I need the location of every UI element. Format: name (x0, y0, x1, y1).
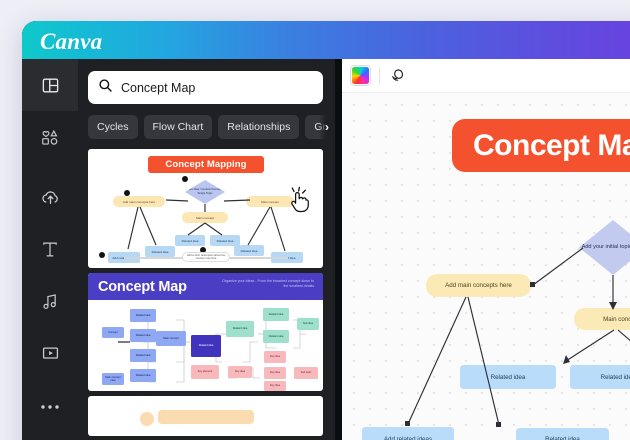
filter-chip-row: Cycles Flow Chart Relationships Graphs T… (88, 115, 335, 139)
template-card-third[interactable] (88, 396, 323, 436)
left-icon-rail (22, 59, 78, 440)
thumb-a-node: Related idea (234, 245, 264, 256)
thumb-a-footer: Add a short description about the concep… (182, 252, 230, 262)
chip-relationships[interactable]: Relationships (218, 115, 300, 139)
canvas-node-main-concept[interactable]: Main concept (574, 308, 630, 330)
template-card-concept-mapping[interactable]: Concept Mapping Main Idea / Central Conc… (88, 149, 323, 268)
canvas-node-add-related-ideas[interactable]: Add related ideas (362, 427, 454, 440)
rail-item-videos[interactable] (22, 327, 78, 379)
thumb-a-bullet (182, 176, 188, 182)
thumb-b-node: Related idea (263, 330, 289, 343)
rail-item-audio[interactable] (22, 275, 78, 327)
canvas-node-related-idea-3[interactable]: Related idea (570, 365, 630, 389)
shapes-elements-icon (40, 128, 60, 147)
search-input[interactable]: Concept Map (88, 71, 323, 104)
search-icon (98, 78, 113, 98)
thumb-b-node: Key idea (228, 366, 252, 378)
canva-logo[interactable]: Canva (40, 29, 103, 54)
thumb-a-edges (127, 199, 286, 252)
thumb-b-node: Key idea (264, 351, 286, 363)
thumb-b-node: Related idea (263, 308, 289, 321)
thumb-a-bullet (124, 190, 130, 196)
thumb-b-node: Related idea (226, 321, 254, 337)
thumb-a-node: Related idea (175, 235, 205, 246)
cloud-upload-icon (40, 188, 61, 207)
pointing-hand-click-cursor (286, 186, 312, 216)
chevron-right-icon[interactable]: › (319, 115, 335, 139)
canvas-edges (405, 247, 630, 427)
thumb-b-title: Concept Map (98, 278, 187, 295)
canva-app-window: Canva (22, 21, 630, 440)
thumb-b-node: Related idea (191, 335, 221, 357)
thumb-b-node: Main concept idea (102, 373, 124, 385)
template-results-list: Concept Mapping Main Idea / Central Conc… (88, 149, 323, 436)
text-t-icon (41, 240, 59, 259)
thumb-c-shape-circle (140, 412, 154, 426)
thumb-a-node: Main concept (182, 212, 228, 223)
thumb-a-title: Concept Mapping (148, 156, 264, 173)
thumb-b-node: Related idea (130, 329, 156, 342)
thumb-b-node: Sub topic (294, 367, 318, 379)
thumb-a-node: Related idea (145, 246, 175, 257)
thumb-b-node: Related idea (130, 369, 156, 382)
templates-panel: Concept Map Cycles Flow Chart Relationsh… (78, 59, 338, 440)
brand-bar: Canva (22, 21, 630, 59)
rail-item-uploads[interactable] (22, 171, 78, 223)
thumb-b-node: Concept (102, 327, 124, 338)
ellipsis-more-icon (40, 403, 60, 411)
canvas-node-related-idea-1[interactable]: Related idea (516, 428, 609, 440)
thumb-a-node: Related idea (210, 235, 240, 246)
chip-flow-chart[interactable]: Flow Chart (143, 115, 213, 139)
rainbow-color-swatch-icon[interactable] (351, 66, 370, 85)
chip-cycles[interactable]: Cycles (88, 115, 138, 139)
rail-item-design[interactable] (22, 59, 78, 111)
transparency-icon[interactable] (389, 67, 406, 84)
thumb-b-node: Key idea (264, 367, 286, 379)
thumb-b-node: Key element (191, 365, 219, 379)
canvas-area: Concept Map Add your initial topic here … (342, 59, 630, 440)
search-value: Concept Map (121, 80, 196, 95)
thumb-b-header: Concept Map (88, 273, 323, 300)
thumb-c-shape (158, 410, 254, 424)
rail-item-text[interactable] (22, 223, 78, 275)
thumb-a-bullet (200, 247, 206, 253)
panel-canvas-divider[interactable] (335, 59, 342, 440)
thumb-b-node: Related idea (130, 309, 156, 322)
canvas-surface[interactable]: Concept Map Add your initial topic here … (342, 93, 630, 440)
thumb-a-node: Add main concepts here (113, 196, 165, 207)
video-play-icon (41, 344, 60, 362)
canvas-toolbar (342, 59, 630, 93)
rail-item-elements[interactable] (22, 111, 78, 163)
canvas-node-related-idea-2[interactable]: Related idea (460, 365, 556, 389)
thumb-a-node: Main concept (246, 196, 294, 207)
thumb-b-node: Key idea (264, 381, 286, 391)
thumb-b-subtitle: Organize your ideas - From the broadest … (222, 279, 314, 289)
music-note-icon (41, 292, 60, 311)
canvas-title-banner[interactable]: Concept Map (452, 119, 630, 172)
canvas-node-main-concepts[interactable]: Add main concepts here (426, 274, 531, 297)
thumb-b-node: Main concept (156, 331, 186, 346)
design-templates-icon (41, 76, 60, 95)
rail-item-more[interactable] (22, 381, 78, 433)
thumb-b-node: Sub idea (297, 318, 319, 330)
thumb-b-node: Related idea (130, 349, 156, 362)
toolbar-separator (379, 66, 380, 85)
template-card-concept-map[interactable]: Concept Map Organize your ideas - From t… (88, 273, 323, 391)
thumb-a-bullet (99, 252, 105, 258)
